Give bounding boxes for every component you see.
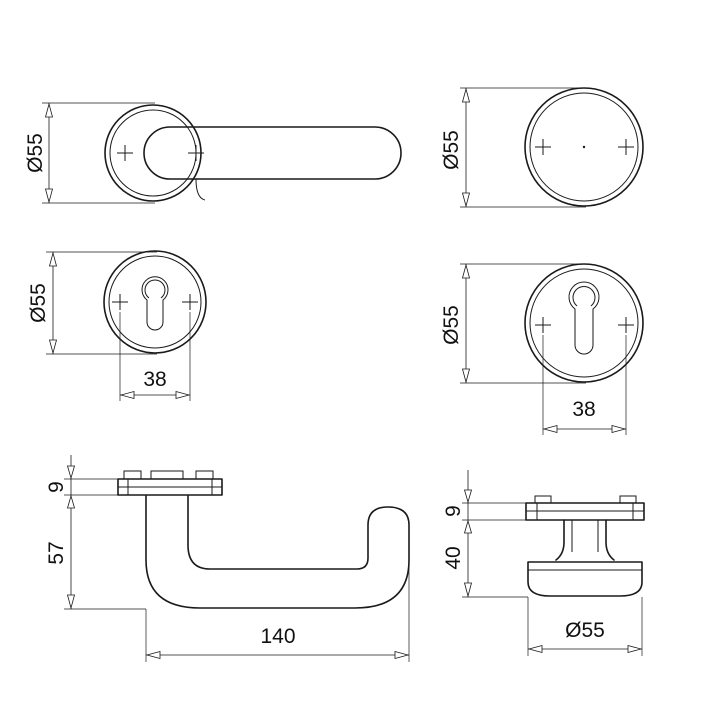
dim-label-escutcheon-right-dia: Ø55 (440, 305, 463, 345)
dim-label-escutcheon-right-spacing: 38 (572, 398, 595, 421)
plate-clip-left (123, 470, 142, 480)
rose-inner-ring (529, 92, 639, 202)
plate-clip-right (619, 495, 637, 504)
plate-clip-right (195, 470, 214, 480)
cylinder-keyhole (141, 276, 169, 331)
dim-label-rose-lever-dia: Ø55 (24, 133, 47, 173)
screw-mark-left (111, 293, 129, 311)
dim-label-knob-height: 40 (442, 546, 465, 569)
screw-mark-right (187, 144, 205, 162)
view-escutcheon-left: Ø55 38 (27, 250, 207, 401)
escutcheon-inner-ring (108, 255, 202, 349)
view-rose-with-lever: Ø55 (24, 102, 402, 204)
dim-label-lever-rose-thickness: 9 (45, 481, 68, 493)
keyhole-inner-arc (572, 286, 596, 307)
escutcheon-inner-ring (529, 268, 639, 378)
view-escutcheon-right: Ø55 38 (440, 263, 644, 435)
screw-mark-right (181, 293, 199, 311)
view-blank-rose: Ø55 (440, 87, 644, 208)
lever-handle-side (145, 495, 410, 609)
dim-label-rose-blank-dia: Ø55 (440, 130, 463, 170)
lever-neck-line (195, 178, 206, 201)
lever-handle-top-view (143, 126, 402, 180)
dim-label-lever-length: 140 (260, 625, 295, 648)
escutcheon-outline (103, 250, 207, 354)
view-lever-side: 9 57 140 (45, 455, 410, 662)
screw-mark-left (116, 144, 134, 162)
knob-body (527, 561, 643, 597)
screw-mark-right (617, 138, 635, 156)
plate-clip-center (150, 470, 184, 480)
plate-clip-left (534, 495, 552, 504)
keyhole-inner-arc (144, 279, 166, 299)
view-knob-side: 9 40 Ø55 (442, 470, 645, 656)
screw-mark-left (534, 316, 552, 334)
screw-mark-left (534, 138, 552, 156)
knob-neck (555, 519, 615, 561)
screw-mark-right (617, 316, 635, 334)
dim-label-knob-rose-thickness: 9 (442, 505, 465, 517)
dim-label-lever-height: 57 (45, 541, 68, 564)
dim-label-knob-dia: Ø55 (565, 619, 605, 642)
dim-label-escutcheon-left-dia: Ø55 (27, 283, 50, 323)
dim-label-escutcheon-left-spacing: 38 (143, 368, 166, 391)
cylinder-keyhole (568, 281, 600, 355)
center-point (582, 145, 586, 149)
